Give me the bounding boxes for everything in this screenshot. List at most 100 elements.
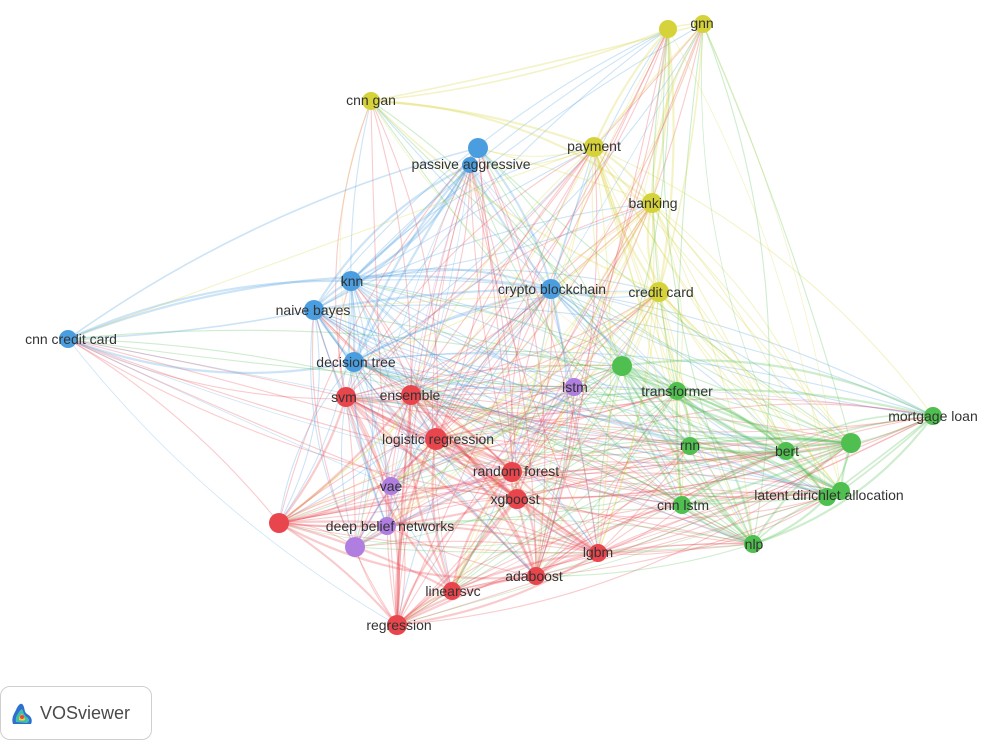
node-cnn-credit-card[interactable]	[59, 330, 77, 348]
edge-transformer-bert	[676, 390, 787, 453]
edge-nlp-lstm	[573, 386, 754, 545]
node-gnn[interactable]	[694, 15, 712, 33]
node-credit-card[interactable]	[649, 282, 669, 302]
node-regression[interactable]	[387, 615, 407, 635]
edge-banking-vae	[390, 202, 653, 487]
edge-banking-decision_tree	[353, 202, 653, 363]
node-purple-c[interactable]	[345, 537, 365, 557]
vosviewer-badge[interactable]: VOSviewer	[0, 686, 152, 740]
label-random-forest: random forest	[473, 463, 559, 479]
edge-banking-cnn_gan	[370, 99, 653, 204]
label-rnn: rnn	[680, 437, 700, 453]
edge-crypto_blockchain-latent_dirichlet_allocation	[550, 288, 842, 492]
edge-deep_belief_networks-lstm	[386, 386, 575, 527]
edge-adaboost-lstm	[535, 386, 575, 577]
edge-crypto_blockchain-knn	[350, 268, 552, 291]
edge-knn-banking	[350, 202, 653, 282]
node-decision-tree[interactable]	[344, 352, 364, 372]
edge-banking-red_left	[278, 202, 653, 524]
node-red-left[interactable]	[269, 513, 289, 533]
label-crypto-blockchain: crypto blockchain	[498, 281, 606, 297]
node-cnn-lstm[interactable]	[673, 496, 691, 514]
node-ensemble[interactable]	[401, 385, 421, 405]
node-lgbm[interactable]	[589, 544, 607, 562]
edge-payment-passive_aggressive	[477, 146, 595, 157]
edge-lgbm-pa_b	[469, 164, 599, 554]
edge-decision_tree-gnn_a	[353, 28, 669, 363]
edge-random_forest-decision_tree	[353, 361, 513, 473]
node-transformer[interactable]	[668, 382, 686, 400]
node-latent-dirichlet-allocation[interactable]	[832, 482, 850, 500]
edge-nlp-pa_b	[469, 164, 754, 545]
edge-credit_card-purple_c	[354, 291, 660, 548]
node-nlp[interactable]	[744, 535, 762, 553]
edge-xgboost-latent_dirichlet_allocation	[516, 490, 842, 500]
edge-crypto_blockchain-payment	[550, 146, 595, 290]
edge-random_forest-credit_card	[511, 291, 660, 473]
edge-green_right-lstm	[573, 386, 852, 447]
node-rnn[interactable]	[681, 437, 699, 455]
node-pa-b[interactable]	[462, 157, 478, 173]
edge-cnn_lstm-mortgage_loan	[681, 415, 934, 506]
edge-knn-cnn_credit_card	[67, 279, 352, 341]
edge-knn-cnn_lstm	[350, 280, 683, 506]
edge-transformer-vae	[390, 390, 678, 487]
node-svm[interactable]	[336, 387, 356, 407]
edge-banking-green_top	[621, 202, 654, 367]
edge-lgbm-deep_belief_networks	[386, 523, 599, 554]
edge-lgbm-passive_aggressive	[477, 147, 599, 554]
node-xgboost[interactable]	[507, 489, 527, 509]
edge-random_forest-banking	[511, 202, 653, 473]
edge-nlp-purple_c	[354, 543, 754, 554]
edge-green_right-vae	[390, 437, 852, 487]
edge-decision_tree-credit_card	[353, 290, 660, 363]
edge-nlp-adaboost	[535, 543, 754, 577]
edge-knn-deep_belief_networks	[348, 280, 388, 527]
node-green-top[interactable]	[612, 356, 632, 376]
edge-credit_card-payment	[592, 146, 660, 293]
edge-crypto_blockchain-nlp	[550, 288, 754, 545]
node-deep-belief-networks[interactable]	[378, 517, 396, 535]
edge-naive_bayes-crypto_blockchain	[313, 287, 552, 312]
edge-knn-gnn	[350, 23, 704, 282]
node-bert[interactable]	[777, 442, 795, 460]
node-logistic-regression[interactable]	[425, 428, 447, 450]
node-mortgage-loan[interactable]	[924, 407, 942, 425]
edge-green_top-adaboost	[535, 365, 623, 577]
node-crypto-blockchain[interactable]	[541, 279, 561, 299]
node-green-right[interactable]	[841, 433, 861, 453]
edge-ensemble-latent_dirichlet_allocation	[410, 394, 842, 492]
edge-logistic_regression-lstm	[435, 386, 575, 440]
node-knn[interactable]	[341, 271, 361, 291]
edge-cnn_gan-decision_tree	[339, 100, 372, 363]
edge-xgboost-mortgage_loan	[516, 415, 934, 500]
edge-lgbm-nlp	[597, 543, 754, 554]
node-linearsvc[interactable]	[443, 582, 461, 600]
node-cnn-gan[interactable]	[362, 92, 380, 110]
edge-payment-pa_b	[469, 146, 595, 168]
node-vae[interactable]	[382, 477, 400, 495]
edge-nlp-deep_belief_networks	[386, 518, 754, 545]
node-passive-aggressive[interactable]	[468, 138, 488, 158]
edge-decision_tree-transformer	[353, 361, 678, 396]
node-green-lda2[interactable]	[818, 488, 836, 506]
edge-nlp-gnn	[702, 23, 770, 545]
edge-adaboost-bert	[535, 450, 787, 577]
edge-gnn-vae	[390, 23, 704, 487]
node-naive-bayes[interactable]	[304, 300, 324, 320]
edge-green_right-deep_belief_networks	[386, 442, 852, 527]
edge-red_left-bert	[278, 450, 787, 524]
node-random-forest[interactable]	[502, 462, 522, 482]
edge-red_left-ensemble	[278, 394, 412, 524]
edge-cnn_credit_card-vae	[67, 338, 392, 487]
edge-lgbm-linearsvc	[451, 551, 599, 593]
label-passive-aggressive: passive aggressive	[411, 156, 530, 172]
node-payment[interactable]	[584, 137, 604, 157]
node-banking[interactable]	[642, 193, 662, 213]
node-gnn-a[interactable]	[659, 20, 677, 38]
node-adaboost[interactable]	[527, 567, 545, 585]
label-adaboost: adaboost	[505, 568, 563, 584]
node-lstm[interactable]	[565, 378, 583, 396]
edge-lgbm-random_forest	[511, 471, 599, 554]
